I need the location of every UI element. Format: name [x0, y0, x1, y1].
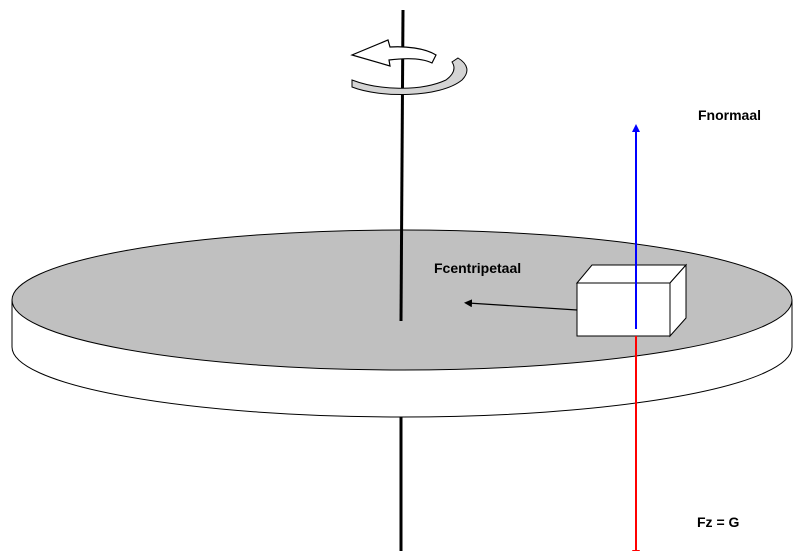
gravity-force-label: Fz = G: [697, 514, 740, 530]
centripetal-force-arrow: [464, 299, 578, 311]
centripetal-force-label: Fcentripetaal: [434, 260, 521, 276]
rotation-arrow-icon: [350, 39, 468, 96]
normal-force-label: Fnormaal: [698, 107, 761, 123]
block: [575, 263, 688, 338]
axis-upper: [399, 9, 405, 322]
